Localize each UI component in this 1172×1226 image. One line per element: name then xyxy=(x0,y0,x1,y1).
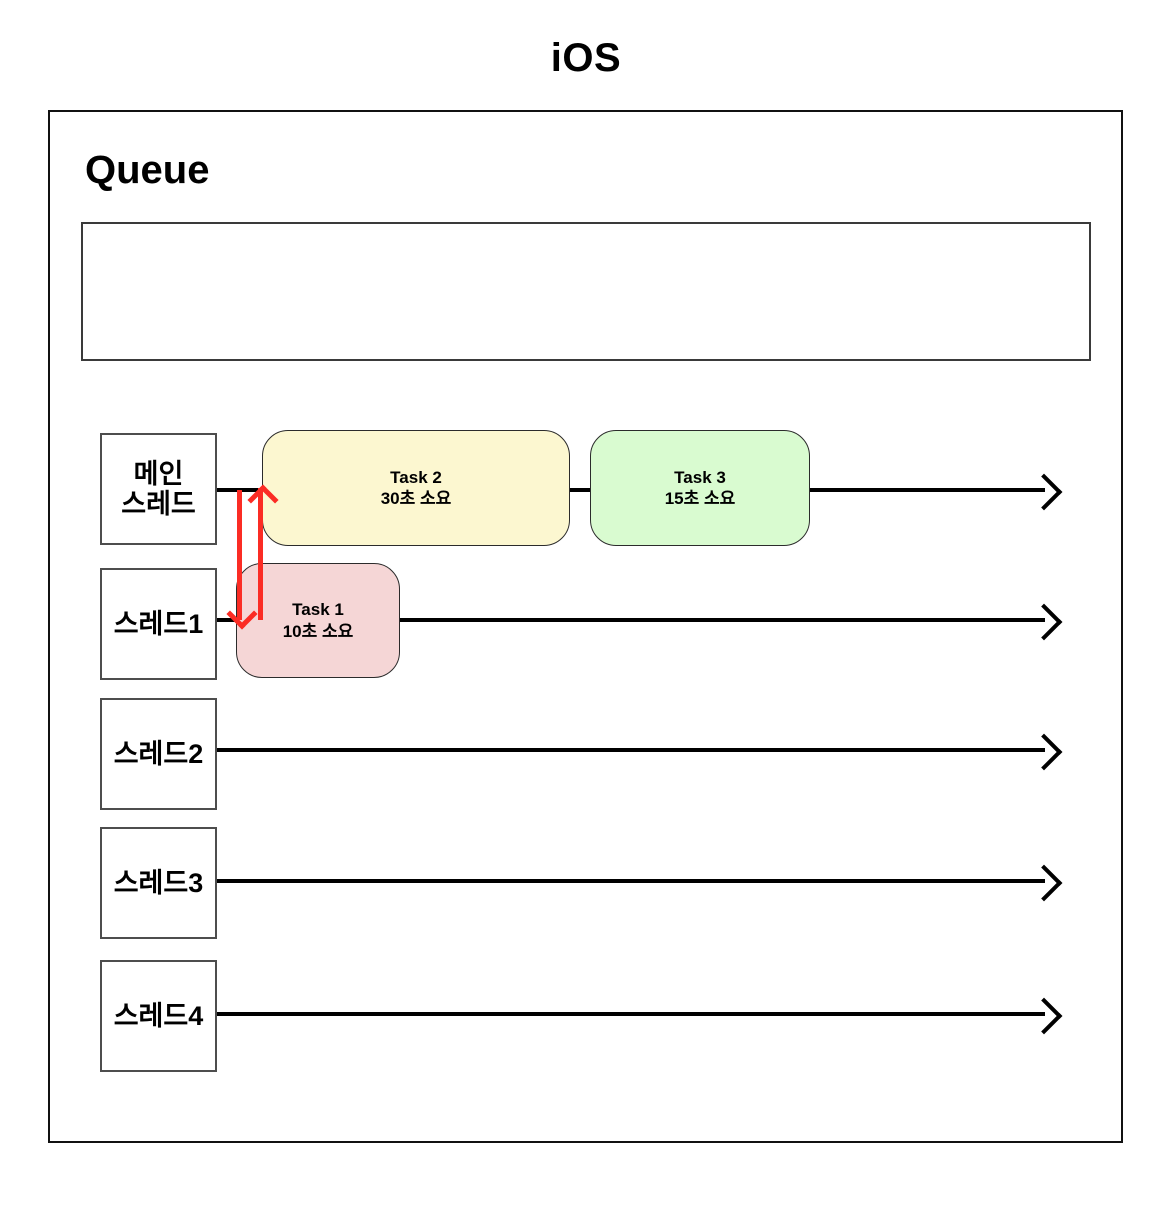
thread-box-thread1: 스레드1 xyxy=(100,568,217,680)
task-name: Task 2 xyxy=(390,467,442,487)
task-duration: 30초 소요 xyxy=(380,489,452,508)
page-title: iOS xyxy=(550,36,622,80)
queue-heading: Queue xyxy=(85,148,210,192)
thread-label: 메인 스레드 xyxy=(121,458,196,519)
task-name: Task 3 xyxy=(674,467,726,487)
dispatch-arrow-line-thread1-to-main xyxy=(258,488,263,620)
task-name: Task 1 xyxy=(292,600,344,620)
thread-box-thread4: 스레드4 xyxy=(100,960,217,1072)
thread-label: 스레드3 xyxy=(113,867,204,898)
thread-label: 스레드4 xyxy=(113,1000,204,1031)
task-duration: 15초 소요 xyxy=(664,489,736,508)
thread-label: 스레드1 xyxy=(113,608,204,639)
timeline-thread1 xyxy=(217,618,1045,622)
timeline-thread3 xyxy=(217,879,1045,883)
task-block-task3: Task 3 15초 소요 xyxy=(590,430,810,546)
thread-box-thread2: 스레드2 xyxy=(100,698,217,810)
dispatch-arrow-line-main-to-thread1 xyxy=(237,490,242,620)
task-block-task2: Task 2 30초 소요 xyxy=(262,430,570,546)
thread-label: 스레드2 xyxy=(113,738,204,769)
thread-box-thread3: 스레드3 xyxy=(100,827,217,939)
timeline-thread2 xyxy=(217,748,1045,752)
task-duration: 10초 소요 xyxy=(282,621,354,641)
queue-box xyxy=(81,222,1091,361)
timeline-thread4 xyxy=(217,1012,1045,1016)
thread-box-main: 메인 스레드 xyxy=(100,433,217,545)
